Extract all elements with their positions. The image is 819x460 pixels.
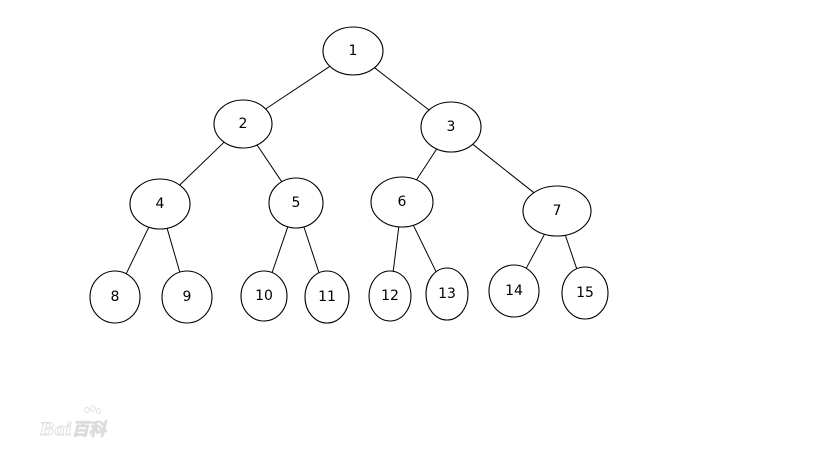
node-circle [304, 270, 350, 324]
node-label: 6 [398, 194, 407, 210]
edge-5-11 [303, 226, 320, 273]
tree-node-8: 8 [89, 270, 141, 324]
tree-edges [125, 65, 578, 275]
tree-node-9: 9 [161, 270, 213, 324]
node-circle [129, 178, 191, 230]
node-circle [370, 176, 434, 228]
edge-7-15 [564, 235, 578, 269]
tree-node-15: 15 [561, 266, 609, 320]
node-circle [425, 267, 469, 321]
node-label: 14 [505, 283, 523, 299]
tree-node-3: 3 [420, 101, 482, 153]
node-circle [368, 270, 412, 322]
edge-6-13 [412, 225, 437, 273]
tree-node-1: 1 [322, 26, 384, 76]
tree-node-14: 14 [488, 264, 540, 318]
node-label: 2 [239, 116, 248, 132]
node-label: 15 [576, 285, 594, 301]
tree-node-10: 10 [240, 270, 288, 322]
watermark-text: Bai百科 [40, 420, 108, 440]
node-label: 12 [381, 288, 399, 304]
node-circle [89, 270, 141, 324]
node-label: 10 [255, 288, 273, 304]
tree-node-7: 7 [522, 185, 592, 237]
tree-node-2: 2 [213, 99, 273, 149]
baidu-paw-logo-icon [84, 405, 101, 415]
baidu-baike-watermark: Bai百科 [40, 405, 108, 440]
edge-7-14 [525, 234, 545, 269]
tree-node-13: 13 [425, 267, 469, 321]
edge-4-8 [125, 226, 150, 275]
edge-4-9 [166, 228, 181, 273]
node-label: 9 [183, 289, 192, 305]
edge-2-4 [179, 141, 225, 186]
tree-node-12: 12 [368, 270, 412, 322]
node-label: 13 [438, 286, 456, 302]
node-circle [240, 270, 288, 322]
node-label: 11 [318, 289, 336, 305]
node-circle [522, 185, 592, 237]
edge-3-6 [416, 148, 438, 181]
node-label: 5 [292, 195, 301, 211]
tree-node-6: 6 [370, 176, 434, 228]
tree-node-11: 11 [304, 270, 350, 324]
node-circle [161, 270, 213, 324]
node-circle [213, 99, 273, 149]
node-label: 7 [553, 203, 562, 219]
node-circle [561, 266, 609, 320]
edge-1-3 [374, 67, 430, 111]
node-circle [268, 177, 324, 229]
node-label: 1 [349, 43, 358, 59]
edge-6-12 [392, 226, 400, 272]
node-circle [322, 26, 384, 76]
tree-node-4: 4 [129, 178, 191, 230]
node-label: 4 [156, 196, 165, 212]
edge-1-2 [265, 65, 331, 110]
tree-node-5: 5 [268, 177, 324, 229]
edge-5-10 [271, 226, 289, 273]
node-label: 8 [111, 289, 120, 305]
node-circle [420, 101, 482, 153]
node-circle [488, 264, 540, 318]
edge-3-7 [472, 143, 535, 194]
node-label: 3 [447, 119, 456, 135]
edge-2-5 [256, 144, 283, 183]
